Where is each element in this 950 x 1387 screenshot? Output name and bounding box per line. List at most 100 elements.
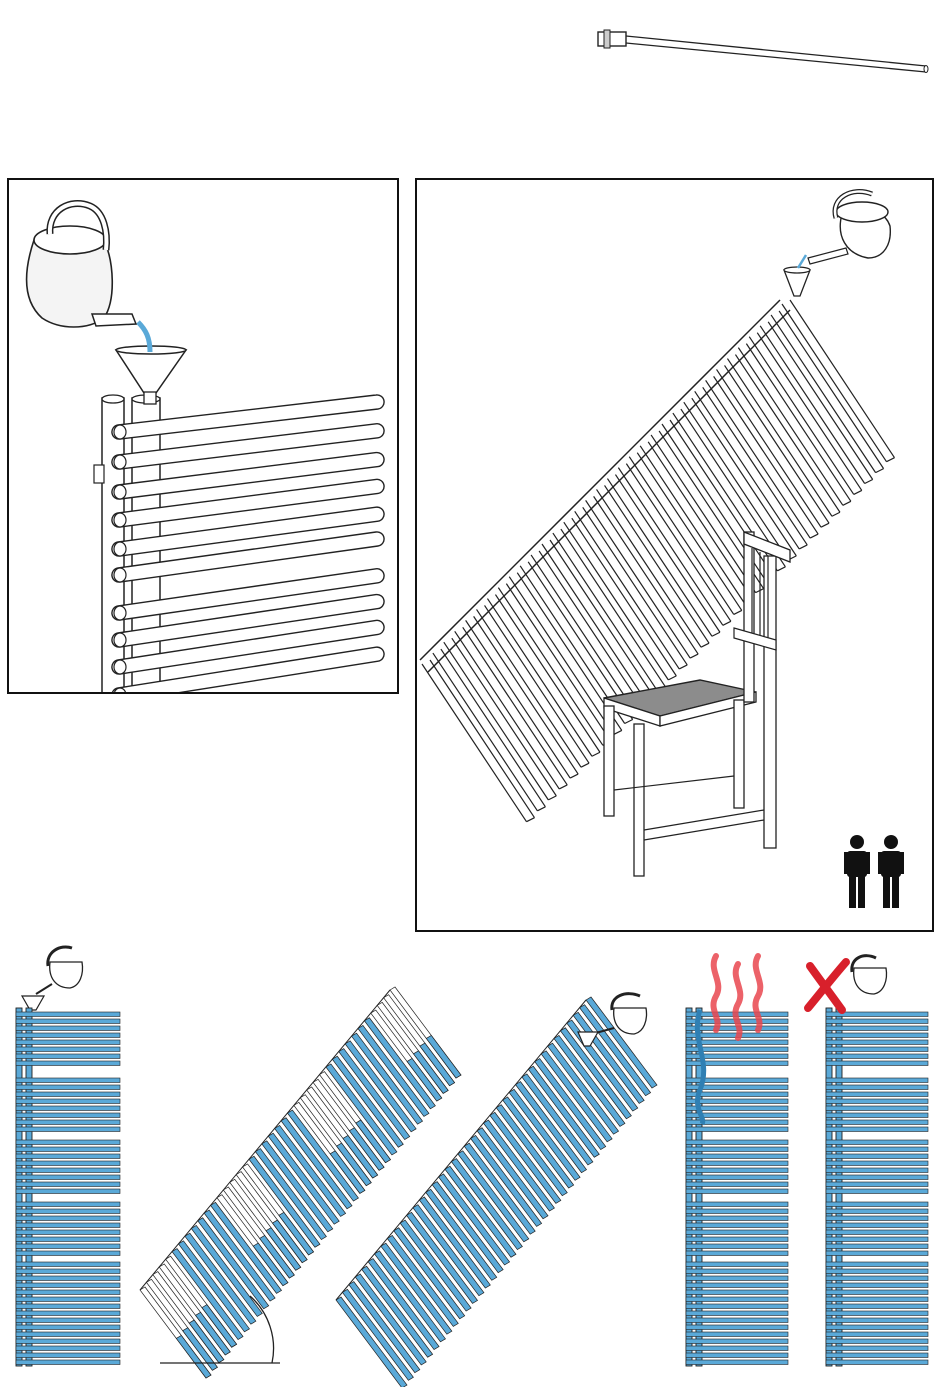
radiator-bar <box>826 1127 928 1132</box>
radiator-bar <box>826 1154 928 1159</box>
radiator-bar <box>826 1033 928 1038</box>
radiator-bar <box>826 1209 928 1214</box>
radiator-bar <box>16 1202 120 1207</box>
radiator-bar <box>686 1297 788 1302</box>
radiator-bar <box>16 1360 120 1365</box>
radiator-bar <box>826 1251 928 1256</box>
rod-bottom-edge <box>626 43 926 72</box>
radiator-bar <box>826 1202 928 1207</box>
mounting-stub <box>94 465 104 483</box>
radiator-bar <box>686 1230 788 1235</box>
radiator-bar <box>826 1168 928 1173</box>
radiator-bar <box>826 1325 928 1330</box>
radiator-bar <box>686 1099 788 1104</box>
radiator-bar <box>686 1237 788 1242</box>
radiator-bar <box>826 1276 928 1281</box>
step-refill-forbidden <box>808 956 928 1366</box>
radiator-bar <box>16 1223 120 1228</box>
radiator-bar <box>826 1092 928 1097</box>
radiator-bar <box>16 1209 120 1214</box>
radiator-bar <box>686 1154 788 1159</box>
upright-radiator-filled <box>16 1008 120 1366</box>
watering-can-icon <box>36 947 83 994</box>
radiator-bar <box>686 1276 788 1281</box>
radiator-bar <box>686 1175 788 1180</box>
radiator-bar <box>16 1168 120 1173</box>
radiator-bar <box>826 1283 928 1288</box>
radiator-bar <box>16 1175 120 1180</box>
radiator-bar <box>826 1175 928 1180</box>
radiator-bar <box>826 1269 928 1274</box>
radiator-bar <box>826 1216 928 1221</box>
step-fill-tilted-full <box>336 994 657 1387</box>
radiator-bar <box>686 1360 788 1365</box>
radiator-bar <box>826 1346 928 1351</box>
radiator-bar <box>16 1216 120 1221</box>
radiator-bar <box>826 1182 928 1187</box>
radiator-bar <box>686 1304 788 1309</box>
radiator-bar <box>826 1099 928 1104</box>
radiator-bar <box>16 1099 120 1104</box>
radiator-bar <box>686 1251 788 1256</box>
radiator-bar <box>16 1054 120 1059</box>
radiator-bar <box>826 1078 928 1083</box>
radiator-bar <box>16 1092 120 1097</box>
radiator-bar <box>826 1304 928 1309</box>
radiator-bar <box>16 1106 120 1111</box>
radiator-bar <box>686 1244 788 1249</box>
radiator-bar <box>826 1244 928 1249</box>
radiator-bar <box>16 1283 120 1288</box>
radiator-bar <box>16 1061 120 1066</box>
radiator-bar <box>686 1283 788 1288</box>
radiator-bar <box>16 1047 120 1052</box>
radiator-bar <box>16 1311 120 1316</box>
radiator-bar <box>16 1154 120 1159</box>
radiator-bar <box>826 1290 928 1295</box>
radiator-bar <box>686 1223 788 1228</box>
radiator-bar <box>16 1318 120 1323</box>
radiator-bar <box>686 1127 788 1132</box>
radiator-bar <box>16 1026 120 1031</box>
chair-leg <box>634 724 644 876</box>
radiator-bar <box>16 1269 120 1274</box>
radiator-bar <box>16 1078 120 1083</box>
step-fill-upright <box>16 947 120 1366</box>
radiator-bar <box>826 1189 928 1194</box>
bar-end <box>114 542 126 556</box>
radiator-bar <box>16 1127 120 1132</box>
bar-end <box>114 455 126 469</box>
radiator-bar <box>16 1304 120 1309</box>
radiator-bar <box>16 1346 120 1351</box>
radiator-bar <box>16 1262 120 1267</box>
radiator-bar <box>16 1161 120 1166</box>
radiator-bar <box>686 1189 788 1194</box>
radiator-bar <box>826 1339 928 1344</box>
bar-end <box>114 485 126 499</box>
valve-rod <box>598 30 928 73</box>
panel-frame <box>416 179 933 931</box>
bar-end <box>114 606 126 620</box>
radiator-bar <box>686 1202 788 1207</box>
bar-end <box>114 568 126 582</box>
radiator-bar <box>686 1182 788 1187</box>
radiator-bar <box>686 1140 788 1145</box>
bar-end <box>114 513 126 527</box>
radiator-bar <box>16 1033 120 1038</box>
radiator-bar <box>826 1353 928 1358</box>
bar-end <box>114 660 126 674</box>
radiator-bar <box>826 1047 928 1052</box>
radiator-bar <box>686 1311 788 1316</box>
radiator-bar <box>826 1061 928 1066</box>
cross-mark-icon <box>808 962 846 1010</box>
radiator-bar <box>16 1085 120 1090</box>
radiator-bar <box>686 1339 788 1344</box>
radiator-bar <box>826 1161 928 1166</box>
radiator-bar <box>16 1332 120 1337</box>
radiator-bar <box>16 1339 120 1344</box>
rod-end <box>924 66 928 73</box>
radiator-bar <box>826 1311 928 1316</box>
chair-back-post <box>764 556 776 848</box>
radiator-bar <box>686 1262 788 1267</box>
radiator-bar <box>826 1019 928 1024</box>
panel-pour-upright <box>8 179 398 702</box>
